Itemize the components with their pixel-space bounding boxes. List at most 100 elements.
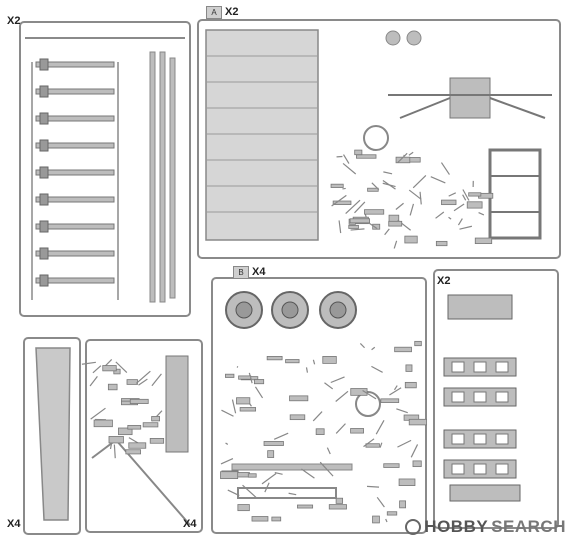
small-part [412,460,422,468]
gate [89,375,98,387]
gate [343,154,350,164]
small-part [399,500,407,509]
bogie-hole [473,433,487,445]
gate [462,194,467,201]
rung [35,250,115,257]
bogie-hole [473,391,487,403]
gate [326,447,331,455]
small-part [330,183,344,188]
gate [393,240,398,249]
gate [385,518,388,523]
gate [242,484,257,499]
small-part [350,388,368,396]
gate [90,407,106,420]
small-parts [81,359,165,459]
small-part [237,504,250,512]
small-part [404,235,418,244]
small-part [107,383,118,391]
small-parts [330,149,494,249]
gate [395,202,404,210]
bogie-hole [495,433,509,445]
small-part [125,449,141,455]
gate [312,411,323,422]
gate [430,176,446,184]
small-part [128,442,147,449]
gate [389,387,402,396]
sprue-b-multiplier: X4 [252,266,266,278]
gate [419,191,422,205]
small-part [404,381,417,389]
small-part [149,438,165,444]
small-part [239,407,257,412]
gate [462,189,470,201]
small-part [394,346,412,353]
gate [440,162,450,175]
gate [92,365,102,374]
small-part [225,373,235,378]
rung-end [39,112,49,125]
rung-end [39,166,49,179]
rung-end [39,139,49,152]
rung-end [39,274,49,287]
gate [382,179,396,190]
rung-end [39,58,49,71]
long-rods [149,51,176,303]
bogie-hole [495,361,509,373]
gate [254,386,264,399]
flat-panel [205,29,319,241]
bogie-hole [495,391,509,403]
small-part [266,356,283,361]
bogie-hole [473,463,487,475]
small-part [405,364,413,372]
gate [331,194,347,207]
gate [135,370,151,384]
small-part [285,359,300,364]
logo-icon [405,519,422,535]
gate [273,432,289,440]
sprue-bottom-mid [81,339,203,533]
small-part [126,379,138,385]
gate [379,442,383,448]
small-part [350,428,364,434]
gate [384,228,390,236]
small-part [349,218,371,224]
watermark: HOBBY SEARCH [405,517,566,537]
gate [319,461,334,477]
bogie-hole [451,391,465,403]
gate [274,471,283,475]
gate [220,457,234,465]
gate [221,409,234,417]
rung [35,196,115,203]
small-parts [220,340,428,524]
gate [371,182,380,191]
small-part [253,379,265,385]
small-part [220,471,239,480]
small-part [238,375,252,380]
bogie-hole [495,463,509,475]
sprue-a [197,19,561,259]
gate [412,175,427,189]
gate [342,162,357,175]
small-part [408,418,428,426]
gate [375,419,385,435]
panel-lines [206,55,318,213]
small-part [332,200,352,206]
gate [410,444,419,458]
rung-end [39,193,49,206]
small-part [474,237,493,245]
gate [448,216,452,220]
gate [397,152,408,163]
small-part [118,427,133,436]
bogie-hole [451,433,465,445]
small-part [367,187,379,192]
small-part [142,422,159,428]
small-part [354,149,363,156]
sprue-b-letter: B [233,266,249,279]
bogie-blocks [443,357,517,479]
ladder-rungs [35,58,115,287]
gate [359,343,365,349]
gate [393,385,398,391]
small-part [289,414,306,421]
small-part [93,419,113,428]
